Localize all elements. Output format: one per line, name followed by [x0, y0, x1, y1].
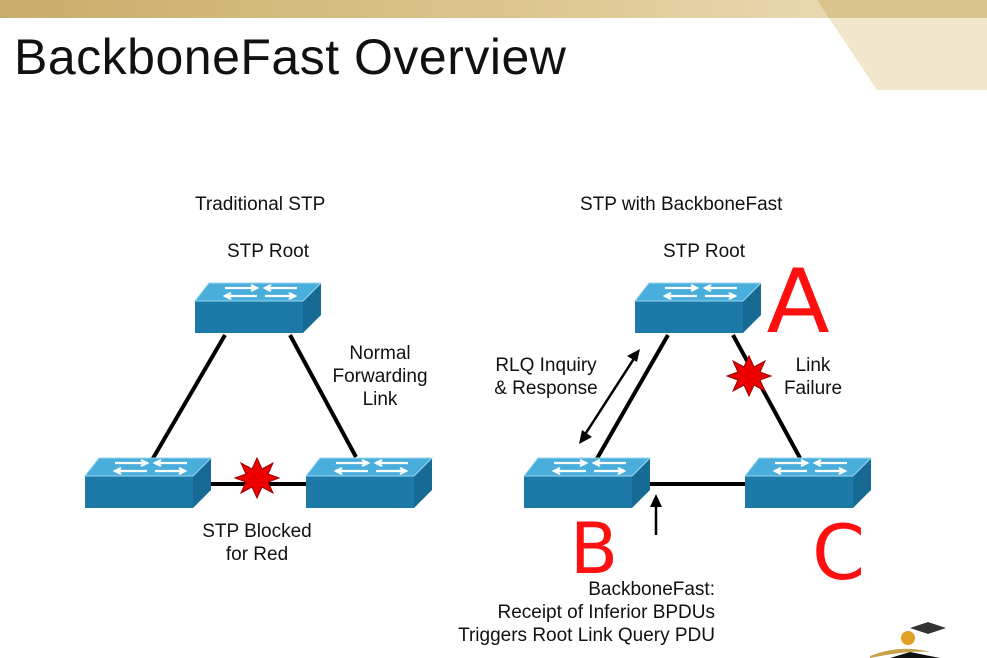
normal-forwarding-link-label: Normal Forwarding Link: [330, 342, 430, 411]
blocked-burst-icon: [234, 457, 280, 499]
left-bottom-left-switch-icon: [83, 456, 213, 510]
left-link-root-to-right: [288, 334, 358, 458]
caption-line: Triggers Root Link Query PDU: [458, 625, 715, 646]
annotation-c: C: [812, 508, 866, 597]
link-label-line: Link: [362, 389, 398, 410]
failure-label-line: Link: [795, 355, 831, 376]
link-label-line: Normal: [349, 343, 411, 364]
slide-title: BackboneFast Overview: [14, 29, 567, 85]
bpdu-pointer-arrow-icon: [650, 494, 662, 535]
link-failure-label: Link Failure: [774, 354, 852, 400]
rlq-double-arrow-icon: [579, 349, 640, 444]
right-root-switch-icon: [633, 281, 763, 335]
rlq-label-line: RLQ Inquiry: [495, 355, 597, 376]
caption-line: BackboneFast:: [588, 579, 715, 600]
left-diagram-heading: Traditional STP: [195, 194, 326, 215]
left-root-switch-icon: [193, 281, 323, 335]
right-link-root-to-b: [593, 334, 670, 463]
link-failure-burst-icon: [726, 355, 772, 397]
caption-line: Receipt of Inferior BPDUs: [497, 602, 715, 623]
rlq-label-line: & Response: [494, 378, 598, 399]
header-corner-decoration: [817, 0, 987, 90]
blocked-label-line: STP Blocked: [202, 521, 312, 542]
left-link-root-to-left: [150, 333, 227, 462]
backbonefast-caption: BackboneFast: Receipt of Inferior BPDUs …: [405, 578, 715, 647]
rlq-label: RLQ Inquiry & Response: [484, 354, 608, 400]
annotation-b: B: [570, 508, 619, 590]
failure-label-line: Failure: [783, 378, 843, 399]
left-bottom-right-switch-icon: [304, 456, 434, 510]
link-label-line: Forwarding: [332, 366, 428, 387]
right-link-root-to-c: [731, 334, 802, 459]
blocked-label-line: for Red: [225, 544, 289, 565]
left-root-label: STP Root: [227, 241, 310, 262]
right-diagram-heading: STP with BackboneFast: [580, 194, 783, 215]
switch-c-icon: [743, 456, 873, 510]
logo-icon: [870, 622, 946, 658]
slide-header-band: [0, 0, 987, 18]
right-root-label: STP Root: [663, 241, 746, 262]
switch-b-icon: [522, 456, 652, 510]
stp-blocked-label: STP Blocked for Red: [192, 520, 322, 566]
annotation-a: A: [766, 250, 830, 353]
